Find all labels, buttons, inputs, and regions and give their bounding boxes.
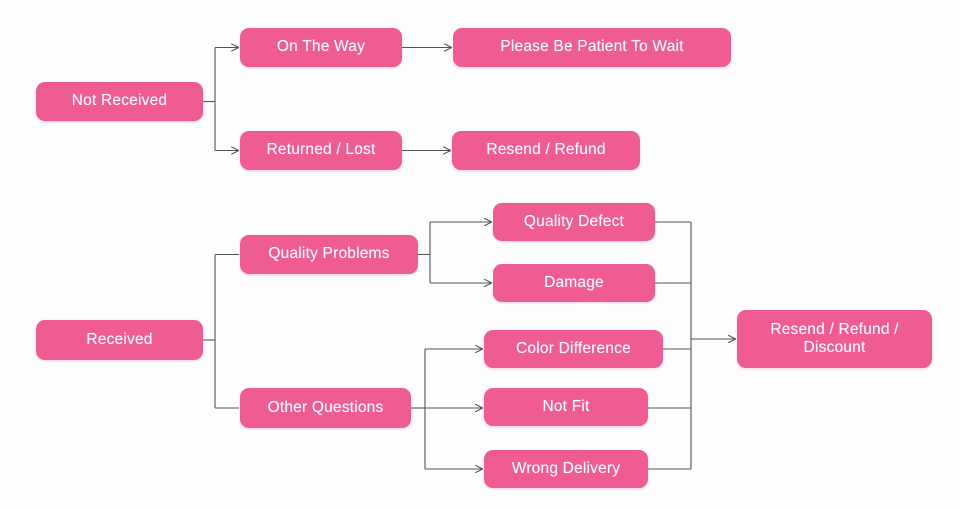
node-not-fit[interactable]: Not Fit	[484, 388, 648, 426]
node-on-the-way[interactable]: On The Way	[240, 28, 402, 67]
node-damage[interactable]: Damage	[493, 264, 655, 302]
node-quality-problems[interactable]: Quality Problems	[240, 235, 418, 274]
node-please-be-patient-to-wait[interactable]: Please Be Patient To Wait	[453, 28, 731, 67]
node-received[interactable]: Received	[36, 320, 203, 360]
node-color-difference[interactable]: Color Difference	[484, 330, 663, 368]
node-other-questions[interactable]: Other Questions	[240, 388, 411, 428]
node-resend-refund-discount[interactable]: Resend / Refund / Discount	[737, 310, 932, 368]
node-returned-lost[interactable]: Returned / Lost	[240, 131, 402, 170]
node-wrong-delivery[interactable]: Wrong Delivery	[484, 450, 648, 488]
node-quality-defect[interactable]: Quality Defect	[493, 203, 655, 241]
node-resend-refund[interactable]: Resend / Refund	[452, 131, 640, 170]
node-not-received[interactable]: Not Received	[36, 82, 203, 121]
